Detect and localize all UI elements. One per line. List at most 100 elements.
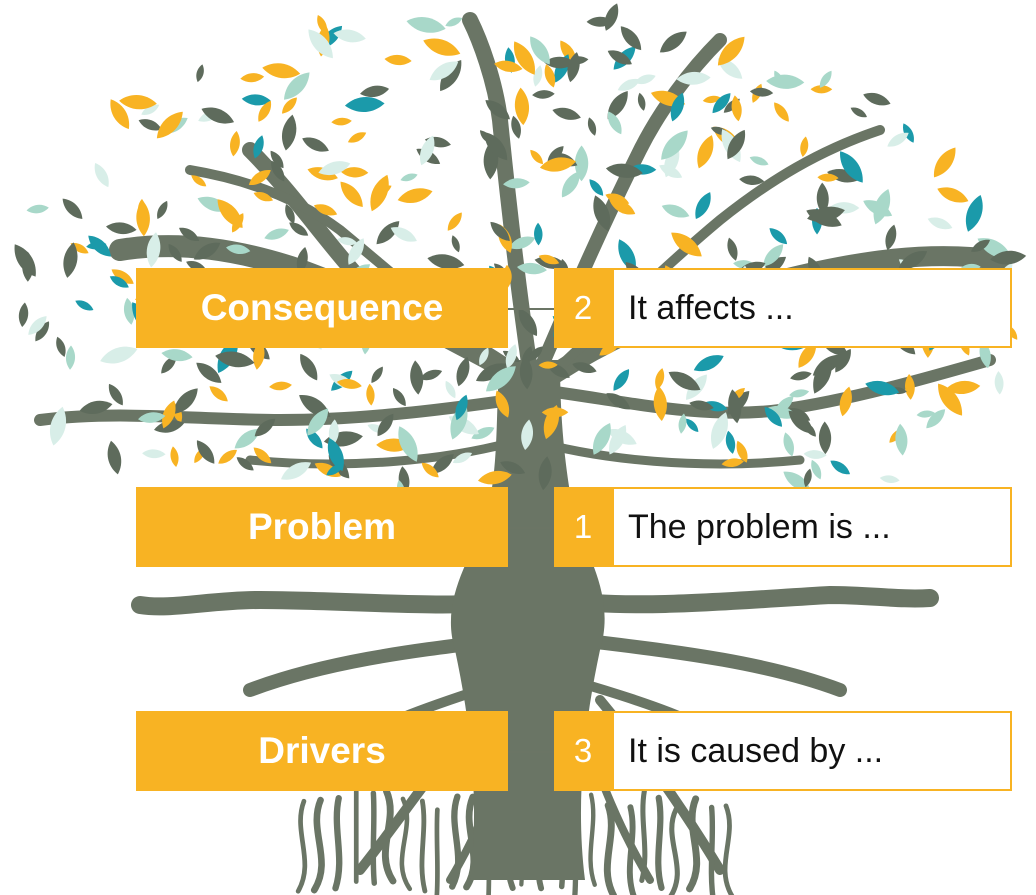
leaf (965, 194, 983, 232)
leaf (119, 95, 157, 110)
leaf (217, 199, 243, 228)
leaf (695, 192, 711, 219)
leaf (157, 200, 168, 219)
leaf (384, 54, 412, 66)
root-tendril (708, 804, 716, 895)
leaf (477, 470, 512, 485)
leaf (865, 380, 900, 396)
leaf (721, 458, 744, 468)
root-tendril (310, 796, 325, 894)
leaf (348, 238, 365, 265)
leaf (370, 174, 389, 212)
leaf (534, 222, 543, 246)
leaf (731, 95, 742, 122)
drivers-text[interactable]: It is caused by ... (612, 711, 1012, 791)
branch (534, 354, 996, 419)
leaf (308, 29, 333, 59)
leaf (676, 71, 711, 85)
consequence-connector (508, 308, 554, 310)
leaf (307, 408, 329, 436)
leaf (813, 357, 832, 394)
leaf (196, 64, 204, 83)
leaf (296, 246, 308, 274)
leaf (830, 460, 851, 475)
branch (525, 435, 805, 469)
leaf (544, 64, 556, 88)
leaf (393, 387, 406, 407)
leaf (371, 366, 383, 383)
leaf (146, 232, 161, 268)
leaf (511, 115, 521, 139)
leaf (218, 449, 237, 464)
leaf (873, 189, 891, 225)
leaf (503, 178, 530, 189)
leaf (75, 300, 94, 311)
leaf (258, 100, 272, 122)
leaf (561, 171, 580, 198)
leaf (811, 459, 822, 480)
consequence-text[interactable]: It affects ... (612, 268, 1012, 348)
leaf (28, 316, 47, 335)
leaf (447, 212, 462, 231)
leaf (810, 85, 833, 94)
leaf (340, 167, 369, 178)
leaf (727, 129, 746, 160)
leaf (336, 379, 362, 389)
leaf (500, 461, 526, 474)
leaf (538, 456, 552, 491)
leaf (269, 381, 292, 391)
leaf (712, 93, 731, 114)
leaf (253, 135, 264, 159)
leaf (254, 418, 276, 437)
leaf (620, 26, 642, 51)
leaf (455, 394, 468, 421)
leaf (215, 351, 255, 368)
leaf (63, 242, 78, 278)
leaf (486, 366, 516, 392)
leaf (994, 371, 1004, 395)
leaf (926, 409, 946, 429)
leaf (471, 427, 495, 440)
root-tendril (332, 795, 343, 892)
problem-text[interactable]: The problem is ... (612, 487, 1012, 567)
leaf (281, 114, 297, 151)
leaf (697, 135, 714, 169)
leaf (552, 107, 581, 120)
leaf (283, 72, 310, 100)
leaf (285, 204, 295, 224)
leaf (445, 380, 456, 399)
leaf (398, 426, 418, 462)
leaf (344, 97, 385, 112)
leaf (201, 107, 235, 124)
leaf (270, 150, 284, 169)
leaf (593, 195, 611, 232)
leaf (945, 380, 981, 394)
leaf (337, 237, 358, 246)
leaf (35, 321, 50, 342)
leaf (107, 440, 122, 475)
leaf (196, 362, 222, 383)
leaf (300, 353, 318, 381)
leaf (410, 360, 424, 395)
leaf (710, 412, 728, 449)
leaf (519, 355, 533, 390)
root (551, 585, 939, 614)
leaf (539, 157, 576, 172)
leaf (521, 419, 534, 450)
root-tendril (419, 798, 428, 894)
leaf (234, 428, 260, 449)
leaf (530, 149, 543, 165)
leaf (476, 363, 507, 382)
leaf (196, 440, 215, 464)
leaf (617, 78, 641, 91)
root-tendril (370, 790, 378, 886)
root-tendril (686, 795, 701, 893)
leaf (271, 160, 285, 182)
leaf (764, 407, 783, 427)
leaf (835, 349, 851, 373)
leaf (79, 400, 113, 415)
leaf (607, 429, 637, 445)
consequence-number: 2 (554, 268, 612, 348)
root-tendril (295, 798, 308, 894)
leaf (769, 228, 788, 245)
